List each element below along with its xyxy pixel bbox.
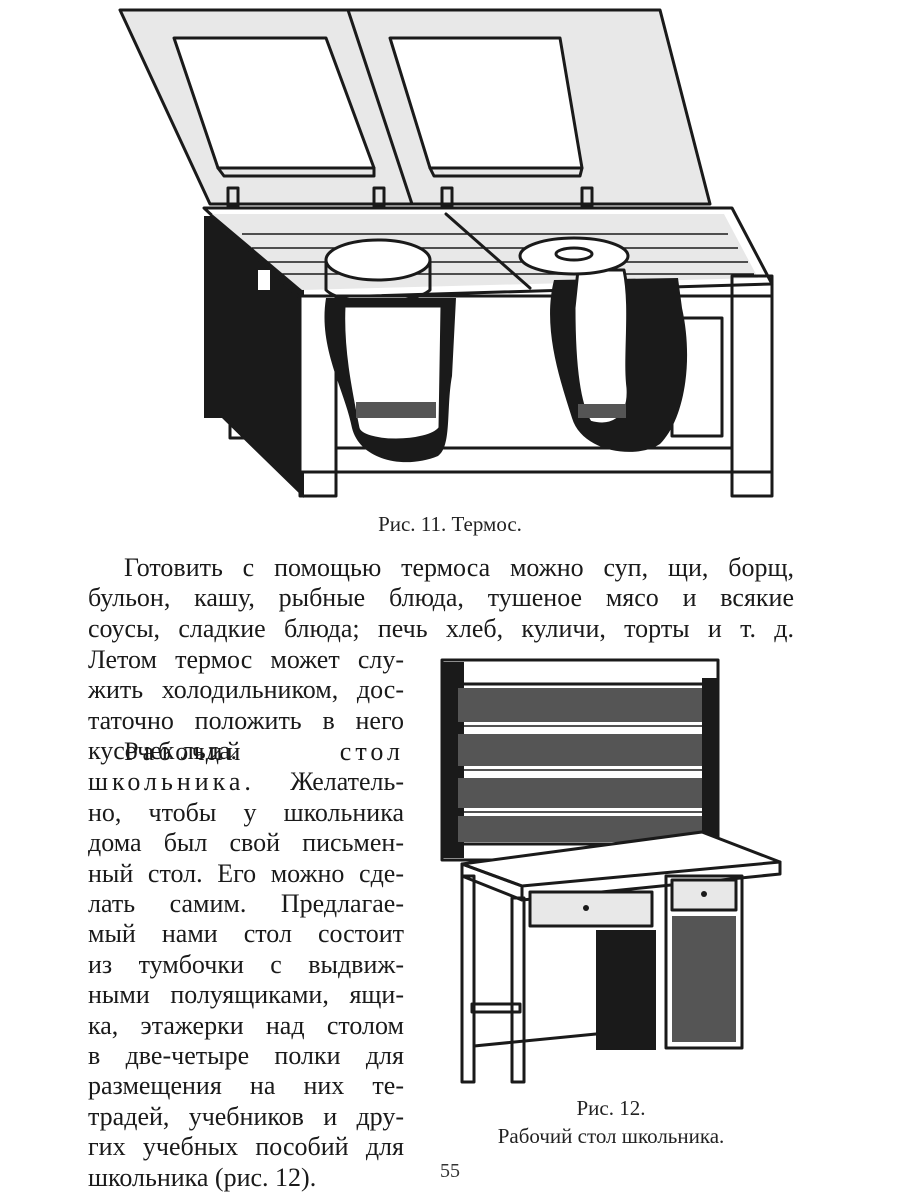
- text-line: соусы, сладкие блюда; печь хлеб, куличи,…: [88, 613, 794, 643]
- text-line: Летом термос может слу-: [88, 645, 404, 674]
- heading-rest-text: Желатель-: [290, 767, 404, 797]
- section-heading-part2: школьника.: [88, 767, 255, 797]
- text-line: таточно положить в него: [88, 705, 404, 735]
- text-line: лать самим. Предлагае-: [88, 889, 404, 919]
- text-line: кусочек льда.: [88, 736, 237, 766]
- text-line: жить холодильником, дос-: [88, 675, 404, 705]
- text-line: из тумбочки с выдвиж-: [88, 949, 404, 979]
- text-line: дома был свой письмен-: [88, 828, 404, 858]
- paragraph-thermos-cooking: Готовить с помощью термоса можно суп, щи…: [88, 553, 794, 644]
- figure-12-caption-number: Рис. 12.: [576, 1096, 646, 1120]
- text-line: но, чтобы у школьника: [88, 797, 404, 827]
- text-line: ными полуящиками, ящи-: [88, 980, 404, 1010]
- text-line: школьника (рис. 12).: [88, 1162, 317, 1192]
- text-line: ка, этажерки над столом: [88, 1010, 404, 1040]
- figure-11-caption: Рис. 11. Термос.: [378, 512, 522, 536]
- figure-12-school-desk-illustration: [440, 658, 782, 1084]
- text-line: Готовить с помощью термоса можно суп, щи…: [124, 553, 794, 582]
- figure-12-caption-title: Рабочий стол школьника.: [497, 1124, 725, 1148]
- text-line: мый нами стол состоит: [88, 919, 404, 949]
- text-line: традей, учебников и дру-: [88, 1101, 404, 1131]
- text-line: в две-четыре полки для: [88, 1041, 404, 1071]
- paragraph-school-desk: Рабочий стол школьника. Желатель- но, чт…: [88, 737, 404, 1193]
- text-line: бульон, кашу, рыбные блюда, тушеное мясо…: [88, 583, 794, 613]
- paragraph-thermos-fridge: Летом термос может слу- жить холодильник…: [88, 645, 404, 767]
- page-number: 55: [440, 1160, 460, 1182]
- text-line: ный стол. Его можно сде-: [88, 858, 404, 888]
- text-line: гих учебных пособий для: [88, 1132, 404, 1162]
- text-line: размещения на них те-: [88, 1071, 404, 1101]
- figure-11-thermos-illustration: [118, 8, 774, 498]
- text-line-heading: школьника. Желатель-: [88, 767, 404, 797]
- section-heading-part1: Рабочий стол: [124, 737, 404, 766]
